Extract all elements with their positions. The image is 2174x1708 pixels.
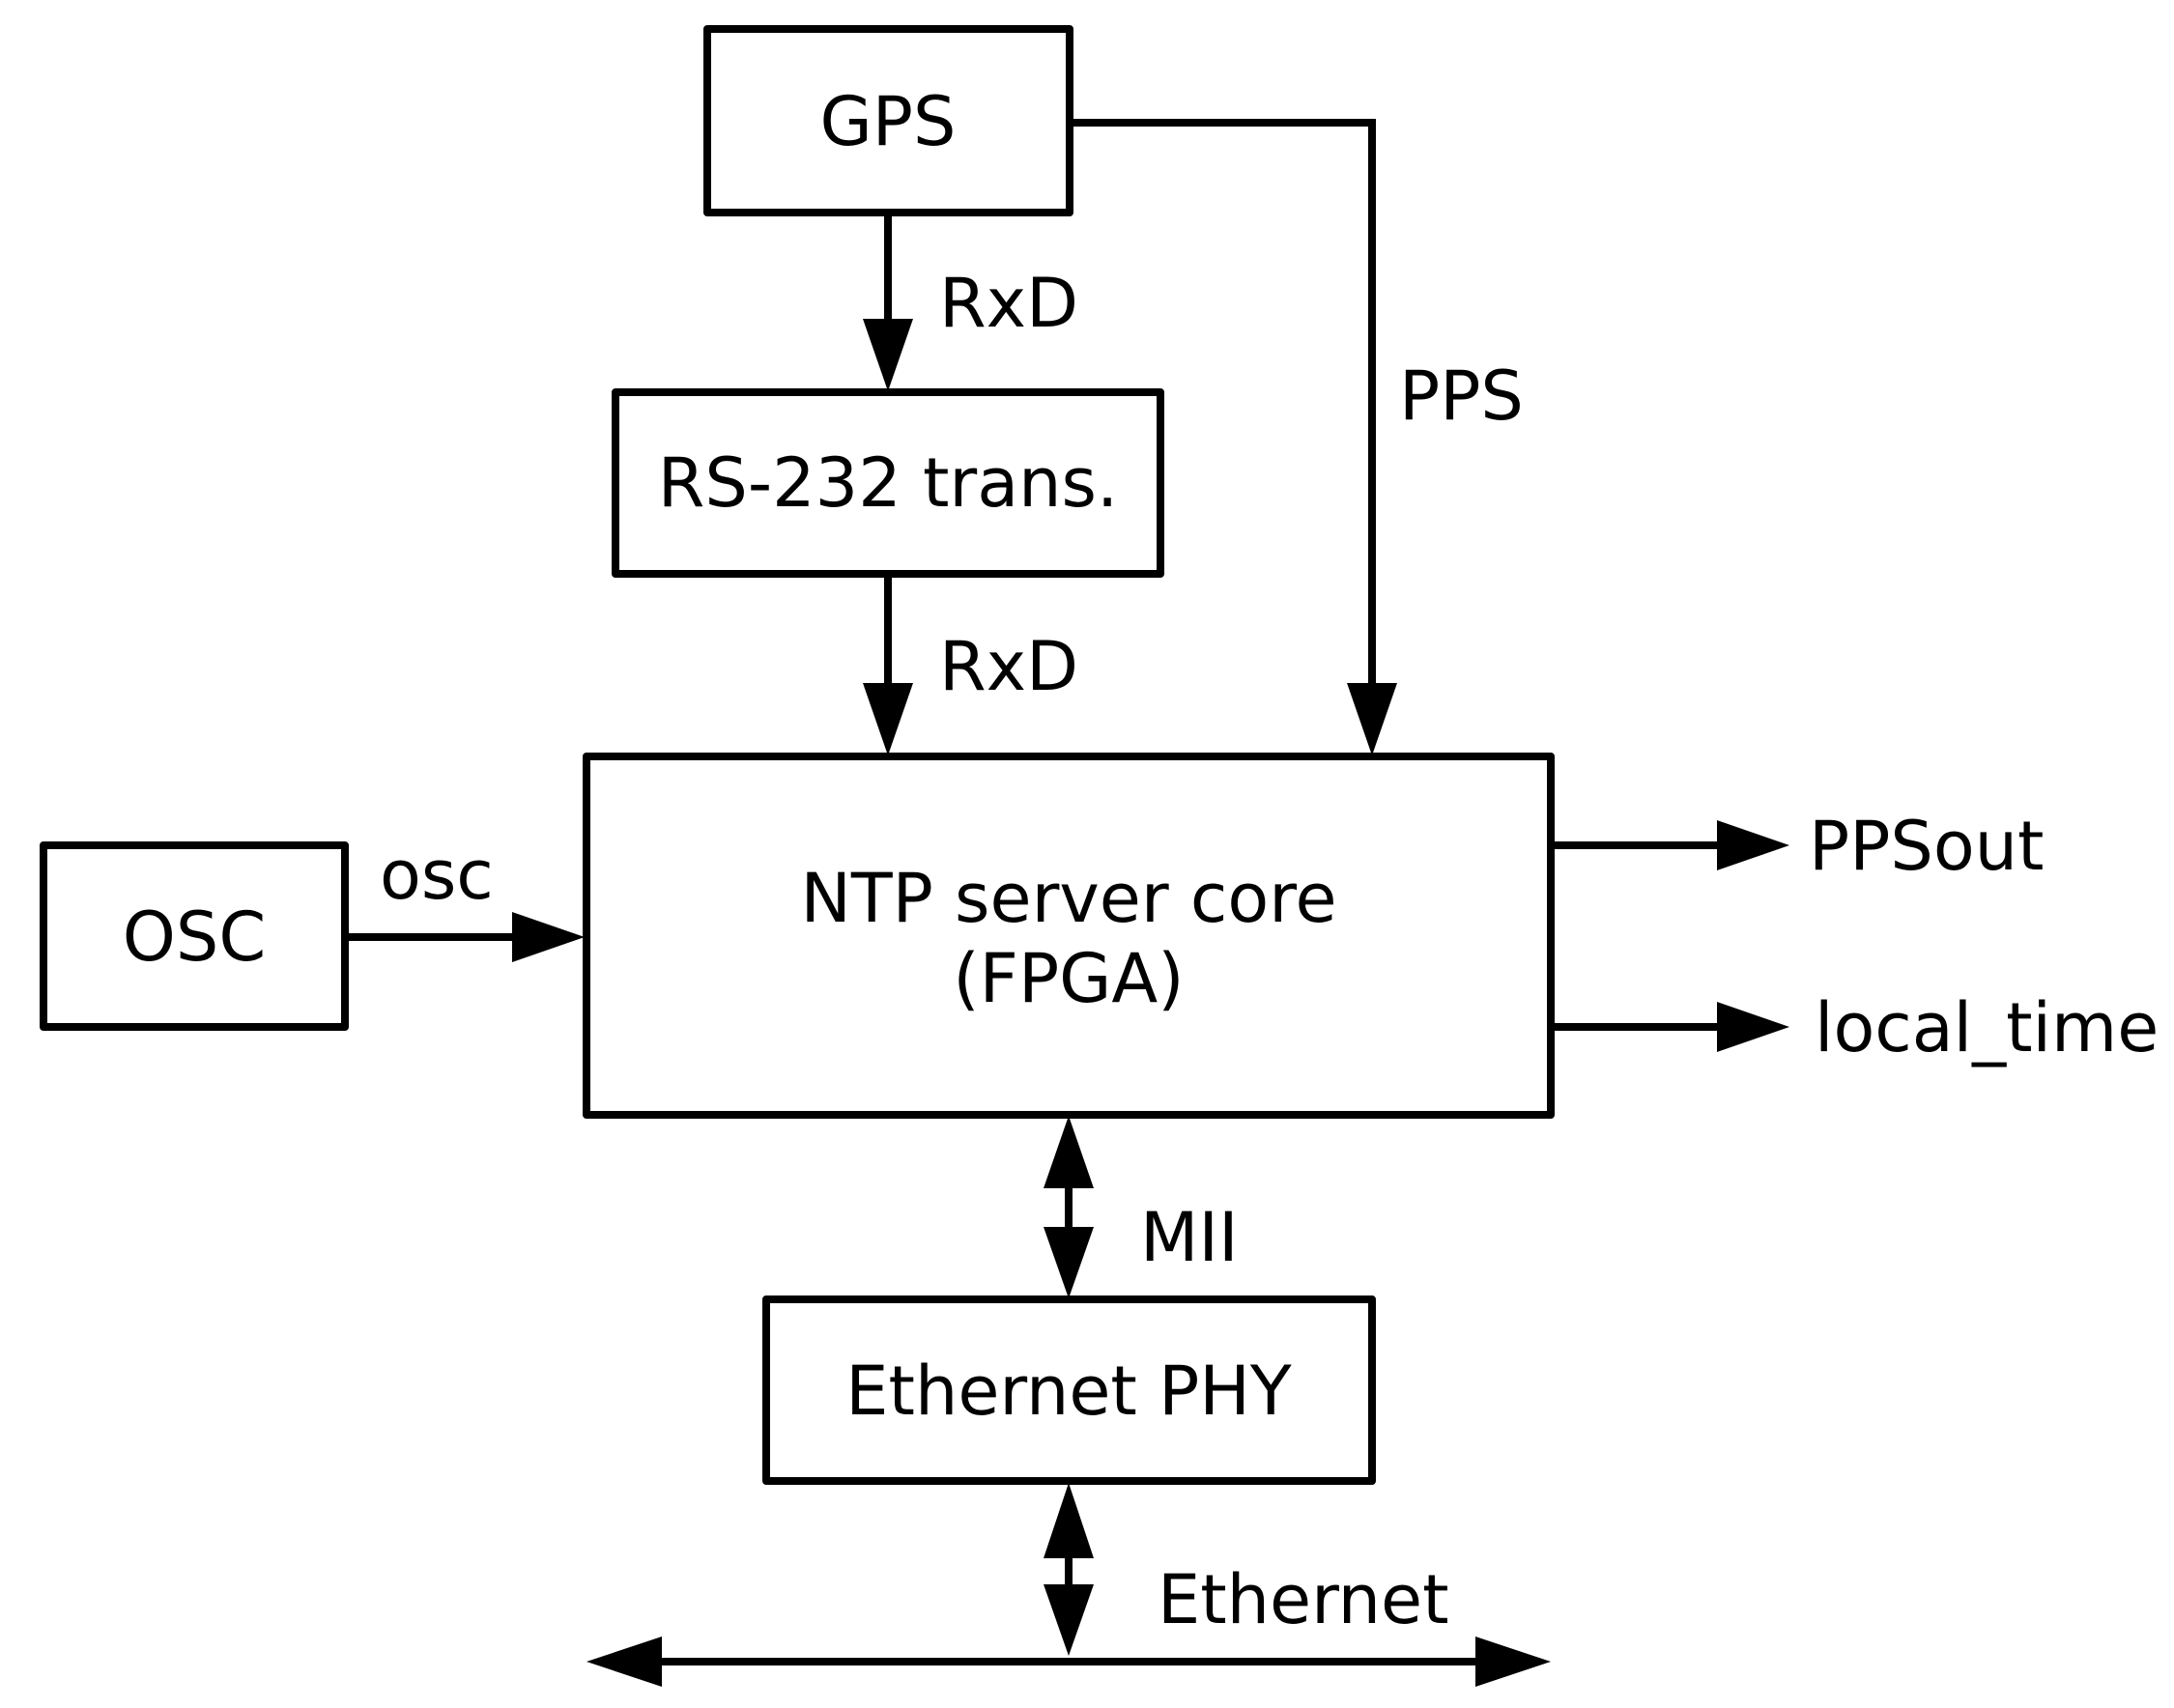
- ppsout-label: PPSout: [1809, 807, 2045, 886]
- ethernet-bus: [586, 1637, 1551, 1687]
- ethernet-phy-label: Ethernet PHY: [845, 1352, 1292, 1431]
- osc-label: OSC: [123, 897, 266, 977]
- pps-arrow: [1070, 119, 1397, 755]
- ppsout-arrow: [1551, 820, 1789, 870]
- osc-signal-label: osc: [380, 836, 494, 915]
- local-time-label: local_time: [1815, 988, 2159, 1068]
- gps-rxd-label: RxD: [939, 264, 1078, 343]
- phy-ethernet-bidirectional-arrow: [1044, 1483, 1094, 1656]
- rs232-rxd-arrow: [863, 574, 913, 755]
- ntp-core-label-line2: (FPGA): [953, 939, 1184, 1018]
- ethernet-phy-block: Ethernet PHY: [762, 1295, 1376, 1485]
- osc-block: OSC: [40, 841, 349, 1031]
- ntp-core-label-line1: NTP server core: [800, 859, 1336, 938]
- ntp-core-block: NTP server core (FPGA): [583, 753, 1555, 1119]
- pps-label: PPS: [1399, 356, 1524, 436]
- osc-arrow: [345, 912, 585, 962]
- gps-label: GPS: [820, 82, 957, 161]
- local-time-arrow: [1551, 1002, 1789, 1052]
- rs232-rxd-label: RxD: [939, 627, 1078, 706]
- mii-label: MII: [1140, 1198, 1239, 1277]
- ethernet-label: Ethernet: [1158, 1560, 1449, 1639]
- gps-block: GPS: [703, 25, 1073, 216]
- gps-rxd-arrow: [863, 213, 913, 391]
- rs232-block: RS-232 trans.: [612, 388, 1164, 578]
- mii-bidirectional-arrow: [1044, 1116, 1094, 1298]
- rs232-label: RS-232 trans.: [658, 443, 1118, 523]
